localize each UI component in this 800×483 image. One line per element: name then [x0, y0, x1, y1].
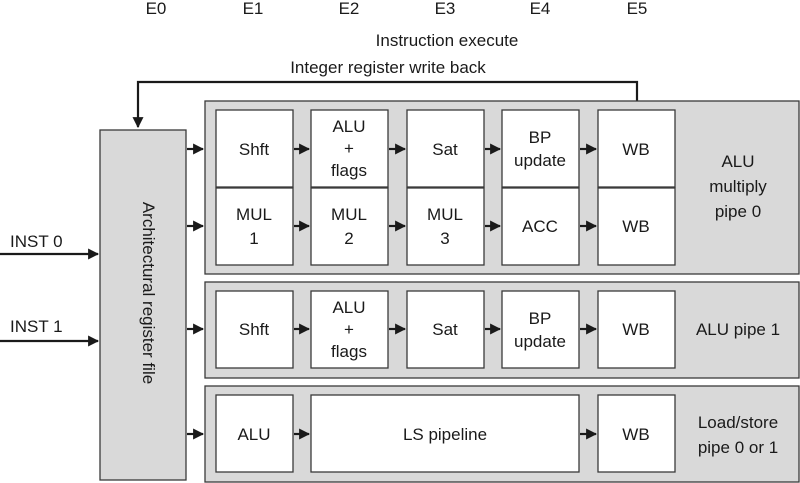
pipe0-alu-flags-box: [310, 109, 389, 188]
pipe1-sat-box: [406, 290, 485, 369]
pipe0-bp-update-box: [501, 109, 580, 188]
register-file-label: Architectural register file: [139, 202, 158, 384]
pipe0-shft-label: Shft: [239, 140, 270, 159]
ls-alu-label: ALU: [237, 425, 270, 444]
pipe1-flags-label: flags: [331, 342, 367, 361]
instruction-execute-label: Instruction execute: [376, 31, 519, 50]
ls-alu-box: [215, 394, 294, 473]
pipe1-wb-label: WB: [622, 320, 649, 339]
pipe0-mul2-box: [310, 187, 389, 266]
pipe0-acc-label: ACC: [522, 217, 558, 236]
pipe0-plus-label: +: [344, 139, 354, 158]
ls-label-line2: pipe 0 or 1: [698, 438, 778, 457]
pipe0-mul3-label: MUL: [427, 205, 463, 224]
ls-pipeline-label: LS pipeline: [403, 425, 487, 444]
stage-label-e5: E5: [627, 0, 648, 18]
register-file-box: [99, 129, 187, 481]
pipe1-wb-box: [597, 290, 676, 369]
stage-label-e2: E2: [339, 0, 360, 18]
pipe0-label-line2: multiply: [709, 177, 767, 196]
pipe0-update-label: update: [514, 151, 566, 170]
pipe1-bp-update-box: [501, 290, 580, 369]
pipe0-sat-box: [406, 109, 485, 188]
pipe0-mul1-box: [215, 187, 294, 266]
pipe1-label: ALU pipe 1: [696, 320, 780, 339]
pipe0-bp-label: BP: [529, 128, 552, 147]
pipe1-sat-label: Sat: [432, 320, 458, 339]
pipe0-mul2-label: MUL: [331, 205, 367, 224]
pipe0-mul2-num: 2: [344, 229, 353, 248]
pipe0-mul-wb-label: WB: [622, 217, 649, 236]
inst-0-label: INST 0: [10, 232, 63, 251]
integer-writeback-label: Integer register write back: [290, 58, 486, 77]
stage-label-e3: E3: [435, 0, 456, 18]
pipe1-alu-label: ALU: [332, 298, 365, 317]
pipe0-label-line3: pipe 0: [715, 202, 761, 221]
pipe0-alu-label: ALU: [332, 117, 365, 136]
pipe1-update-label: update: [514, 332, 566, 351]
pipe0-flags-label: flags: [331, 161, 367, 180]
pipe0-mul1-label: MUL: [236, 205, 272, 224]
pipe0-mul1-num: 1: [249, 229, 258, 248]
ls-pipeline-box: [310, 394, 580, 473]
pipe0-shft-box: [215, 109, 294, 188]
pipe0-wb-box: [597, 109, 676, 188]
pipe0-mul3-box: [406, 187, 485, 266]
pipe1-shft-box: [215, 290, 294, 369]
stage-label-e0: E0: [146, 0, 167, 18]
pipe1-plus-label: +: [344, 320, 354, 339]
stage-label-e4: E4: [530, 0, 551, 18]
pipe0-mul-wb-box: [597, 187, 676, 266]
pipe0-label-line1: ALU: [721, 152, 754, 171]
pipe1-shft-label: Shft: [239, 320, 270, 339]
ls-wb-box: [597, 394, 676, 473]
writeback-feedback-arrow: [132, 80, 639, 129]
pipe1-alu-flags-box: [310, 290, 389, 369]
ls-label-line1: Load/store: [698, 413, 778, 432]
pipe1-bp-label: BP: [529, 309, 552, 328]
pipe0-mul3-num: 3: [440, 229, 449, 248]
pipe0-wb-label: WB: [622, 140, 649, 159]
pipe0-acc-box: [501, 187, 580, 266]
ls-wb-label: WB: [622, 425, 649, 444]
pipe0-sat-label: Sat: [432, 140, 458, 159]
inst-1-label: INST 1: [10, 317, 63, 336]
stage-label-e1: E1: [243, 0, 264, 18]
